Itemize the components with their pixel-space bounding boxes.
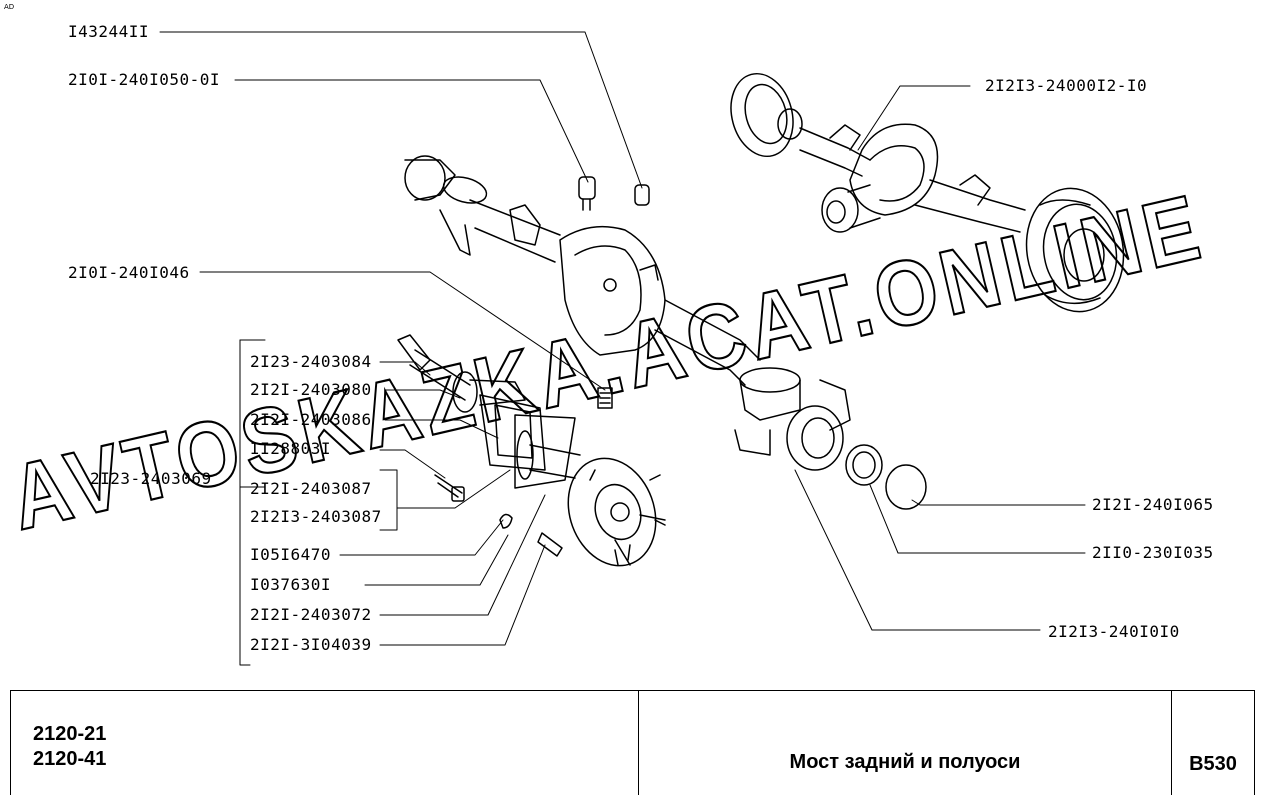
callout-c12: I05I6470	[250, 545, 332, 564]
callout-c6: 2I2I-2403080	[250, 380, 372, 399]
callout-c8: II28803I	[250, 439, 332, 458]
callout-c18: 2I2I3-240I0I0	[1048, 622, 1180, 641]
axle-beam-drawing	[404, 155, 851, 471]
model-1: 2120-21	[33, 723, 107, 745]
callout-c14: 2I2I-2403072	[250, 605, 372, 624]
callout-c1: I43244II	[68, 22, 150, 41]
title-block: 2120-21 2120-41 Мост задний и полуоси B5…	[10, 690, 1255, 795]
corner-mark: AD	[4, 3, 15, 11]
seal-drawing	[845, 444, 883, 486]
model-2: 2120-41	[33, 748, 107, 770]
callout-c7: 2I2I-2403086	[250, 410, 372, 429]
title-block-title-cell: Мост задний и полуоси	[638, 691, 1171, 795]
callout-c2: 2I0I-240I050-0I	[68, 70, 220, 89]
callout-c5: 2I23-2403084	[250, 352, 372, 371]
leader-lines	[159, 31, 1086, 666]
callout-c16: 2I2I-240I065	[1092, 495, 1214, 514]
diagram-code: B530	[1189, 753, 1237, 775]
callout-c13: I037630I	[250, 575, 332, 594]
callout-c17: 2II0-230I035	[1092, 543, 1214, 562]
callout-c11: 2I2I3-2403087	[250, 507, 382, 526]
page-title: Мост задний и полуоси	[789, 751, 1021, 773]
callout-c3: 2I2I3-24000I2-I0	[985, 76, 1148, 95]
title-block-code-cell: B530	[1171, 691, 1254, 795]
exploded-view-drawing	[159, 31, 1125, 666]
callout-c9: 2I23-2403069	[90, 469, 212, 488]
o-ring-drawing	[885, 464, 927, 510]
axle-shaft-drawing	[397, 334, 666, 567]
callout-c15: 2I2I-3I04039	[250, 635, 372, 654]
callout-c4: 2I0I-240I046	[68, 263, 190, 282]
callout-c10: 2I2I-2403087	[250, 479, 372, 498]
title-block-models: 2120-21 2120-41	[11, 691, 638, 795]
axle-assembly-drawing	[730, 72, 1125, 313]
